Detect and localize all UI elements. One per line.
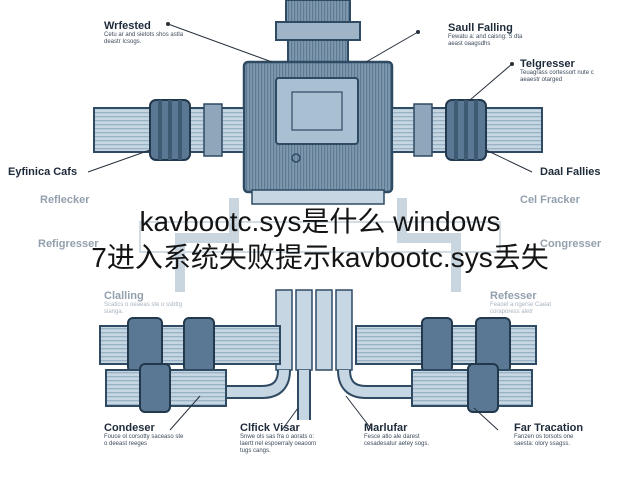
label-mid-right: Telgresser Teuagrass cortessort nute c a…	[520, 58, 600, 84]
label-title: Condeser	[104, 422, 155, 434]
label-bottom-1: Condeser Fouce ol corsotty saceaso ste o…	[104, 422, 184, 448]
label-title: Clfick Visar	[240, 422, 300, 434]
label-title: Telgresser	[520, 58, 575, 70]
lower-vertical-bundle	[200, 289, 430, 420]
label-desc: Fouce ol corsotty saceaso ste o deeast r…	[104, 434, 184, 447]
label-left-1: Eyfinica Cafs	[8, 166, 77, 178]
label-desc: Fesce atlo ale darest cesadesatur aetey …	[364, 434, 430, 447]
central-unit	[242, 60, 394, 205]
leader-lines	[87, 23, 533, 431]
label-desc: Scatics o oeaeas ste o ssbttg sianga.	[104, 302, 183, 315]
label-left-3: Refigresser	[38, 238, 99, 250]
middle-faded-pipes	[139, 198, 501, 292]
label-bottom-2: Clfick Visar Snwe ols sas fra o aorats o…	[240, 422, 320, 455]
label-title: Marlufar	[364, 422, 408, 434]
label-title: Clalling	[104, 290, 144, 302]
leader-dot	[166, 22, 170, 26]
lower-right-pipe	[355, 317, 537, 413]
label-desc: Feaoel a ngerse Caeat coraporess aletr	[490, 302, 552, 315]
label-left-2: Reflecker	[40, 194, 90, 206]
label-right-2: Daal Fallies	[540, 166, 601, 178]
leader-dot	[416, 30, 420, 34]
overlay-title-line-2: 7进入系统失败提示kavbootc.sys丢失	[91, 242, 549, 273]
label-title: Refesser	[490, 290, 537, 302]
label-desc: Teuagrass cortessort nute c aeaestr otar…	[520, 70, 594, 83]
label-title: Daal Fallies	[540, 166, 601, 178]
label-title: Congresser	[540, 238, 602, 250]
label-title: Cel Fracker	[520, 194, 580, 206]
label-right-4: Congresser	[540, 238, 601, 250]
leader-dot	[510, 62, 514, 66]
label-top-right: Saull Falling Fewatu a: and caisng: S dt…	[448, 22, 528, 48]
label-title: Saull Falling	[448, 22, 513, 34]
label-right-5: Refesser Feaoel a ngerse Caeat corapores…	[490, 290, 570, 316]
label-desc: Fewatu a: and caisng: S dta aeast oaagsd…	[448, 34, 523, 47]
overlay-title-line-1: kavbootc.sys是什么 windows	[139, 206, 501, 237]
label-title: Refigresser	[38, 238, 99, 250]
overlay-title: kavbootc.sys是什么 windows 7进入系统失败提示kavboot…	[0, 204, 640, 276]
label-bottom-3: Marlufar Fesce atlo ale darest cesadesat…	[364, 422, 444, 448]
label-desc: Snwe ols sas fra o aorats o: laertt nel …	[240, 434, 317, 454]
label-desc: Cetu ar and sietots shos astla deastr Ic…	[104, 32, 184, 45]
label-desc: Fanzen os torsots one saesta: olory ssag…	[514, 434, 574, 447]
label-title: Far Tracation	[514, 422, 584, 434]
label-top-left: Wrfested Cetu ar and sietots shos astla …	[104, 20, 184, 46]
lower-left-pipe	[99, 317, 281, 413]
label-title: Reflecker	[40, 194, 90, 206]
label-right-3: Cel Fracker	[520, 194, 580, 206]
upper-left-pipe	[93, 99, 245, 161]
label-title: Wrfested	[104, 20, 151, 32]
label-title: Eyfinica Cafs	[8, 166, 78, 178]
label-left-4: Clalling Scatics o oeaeas ste o ssbttg s…	[104, 290, 184, 316]
upper-right-pipe	[391, 99, 543, 161]
top-vertical-pipe	[275, 0, 361, 65]
label-bottom-4: Far Tracation Fanzen os torsots one saes…	[514, 422, 594, 448]
